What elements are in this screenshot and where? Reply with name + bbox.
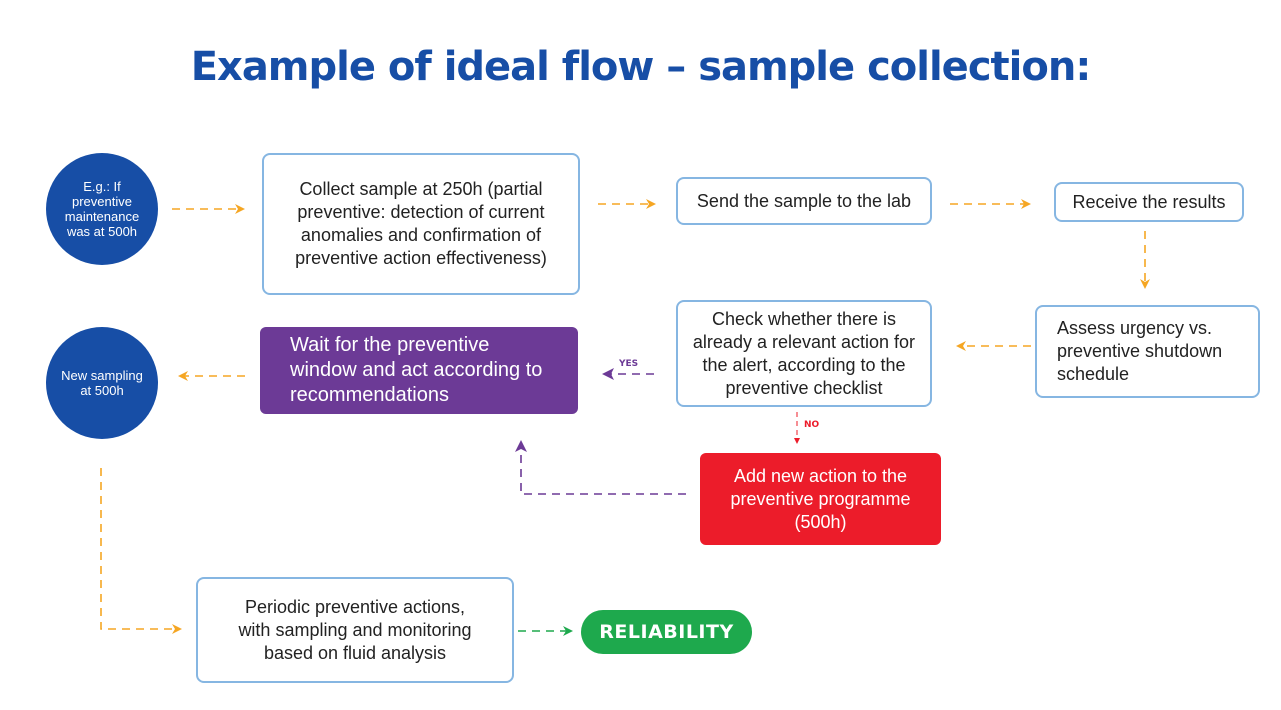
assess-urgency-box: Assess urgency vs. preventive shutdown s… [1035,305,1260,398]
no-label: NO [804,420,820,430]
check-action-text: Check whether there is already a relevan… [692,308,916,398]
send-lab-text: Send the sample to the lab [696,190,912,211]
new-sampling-text: New sampling at 500h [61,368,143,398]
send-lab-box: Send the sample to the lab [676,177,932,225]
start-circle: E.g.: If preventive maintenance was at 5… [46,153,158,265]
reliability-text: RELIABILITY [599,621,734,643]
arrow-new-sampling-to-periodic [100,468,182,634]
new-sampling-circle: New sampling at 500h [46,327,158,439]
arrow-add-to-wait [515,440,686,495]
assess-urgency-text: Assess urgency vs. preventive shutdown s… [1057,318,1223,384]
check-action-box: Check whether there is already a relevan… [676,300,932,407]
receive-results-text: Receive the results [1072,191,1226,212]
wait-window-box: Wait for the preventive window and act a… [260,327,578,414]
page-title: Example of ideal flow – sample collectio… [190,44,1092,90]
receive-results-box: Receive the results [1054,182,1244,222]
collect-sample-box: Collect sample at 250h (partial preventi… [262,153,580,295]
reliability-badge: RELIABILITY [581,610,752,654]
add-action-box: Add new action to the preventive program… [700,453,941,545]
start-circle-text: E.g.: If preventive maintenance was at 5… [64,179,140,239]
yes-label: YES [619,359,639,369]
periodic-actions-box: Periodic preventive actions, with sampli… [196,577,514,683]
add-action-text: Add new action to the preventive program… [730,465,911,532]
wait-window-text: Wait for the preventive window and act a… [290,334,543,406]
periodic-actions-text: Periodic preventive actions, with sampli… [238,596,472,663]
collect-sample-text: Collect sample at 250h (partial preventi… [295,179,547,268]
